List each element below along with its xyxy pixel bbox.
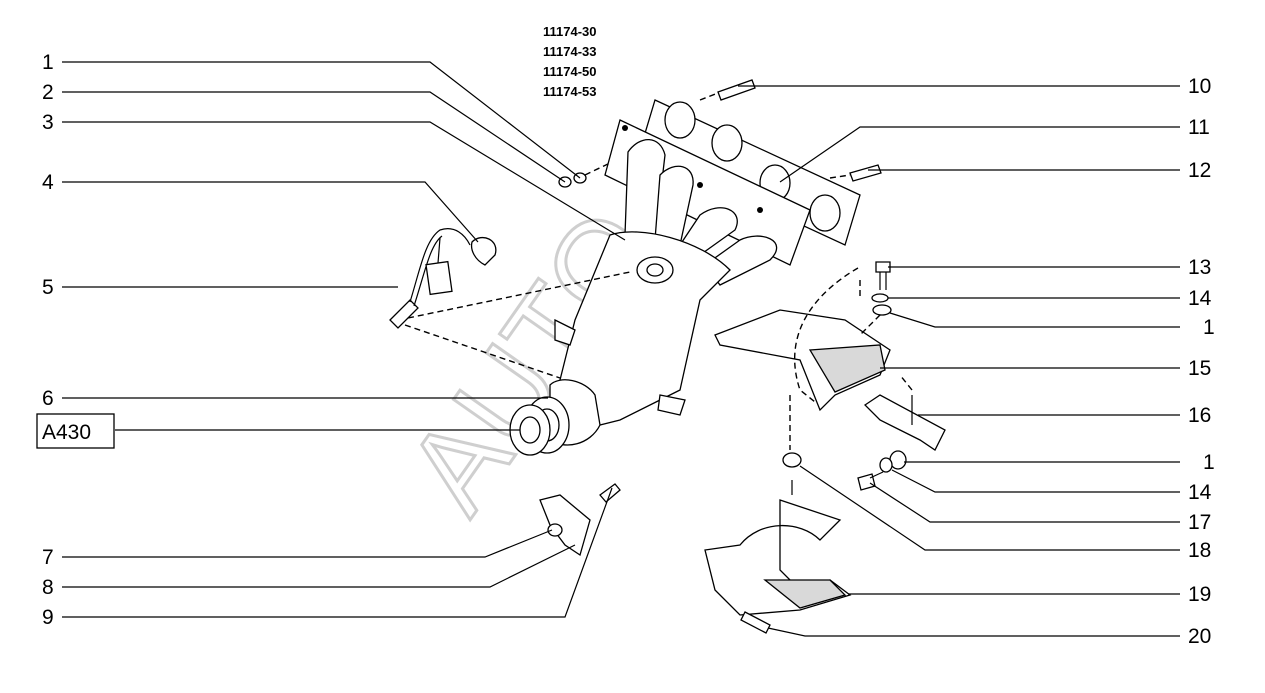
leader-lines: [62, 61, 1180, 637]
callout-18: 18: [1188, 539, 1211, 562]
callout-1: 1: [1203, 451, 1215, 474]
bolt-washers: [871, 261, 892, 316]
callout-20: 20: [1188, 625, 1211, 648]
callout-8: 8: [42, 576, 54, 599]
model-number: 11174-53: [543, 84, 597, 99]
bolt-washers-lower: [857, 450, 907, 491]
stud: [717, 79, 882, 182]
callout-15: 15: [1188, 357, 1211, 380]
model-list: 11174-30 11174-33 11174-50 11174-53: [543, 24, 597, 99]
upper-heat-shield: [714, 309, 891, 412]
sensor-clip: [470, 237, 497, 266]
callout-16: 16: [1188, 404, 1211, 427]
callout-3: 3: [42, 111, 54, 134]
bracket: [863, 394, 946, 451]
model-number: 11174-50: [543, 64, 597, 79]
lower-heat-shield: [704, 499, 852, 616]
callout-10: 10: [1188, 75, 1211, 98]
callout-9: 9: [42, 606, 54, 629]
assembly-lines: [404, 92, 913, 450]
mounting-plate: [539, 483, 621, 557]
callout-11: 11: [1188, 116, 1210, 139]
callout-1: 1: [1203, 316, 1215, 339]
reference-code: A430: [42, 421, 91, 444]
callout-2: 2: [42, 81, 54, 104]
bolt: [740, 611, 771, 634]
callout-5: 5: [42, 276, 54, 299]
callout-6: 6: [42, 387, 54, 410]
nut: [782, 452, 802, 495]
callout-14: 14: [1188, 287, 1212, 310]
callout-14: 14: [1188, 481, 1212, 504]
model-number: 11174-33: [543, 44, 597, 59]
callout-12: 12: [1188, 159, 1211, 182]
model-number: 11174-30: [543, 24, 597, 39]
callout-19: 19: [1188, 583, 1211, 606]
callout-7: 7: [42, 546, 54, 569]
oxygen-sensor: [389, 228, 471, 329]
reference-box: A430: [36, 413, 115, 449]
callout-13: 13: [1188, 256, 1211, 279]
callout-17: 17: [1188, 511, 1211, 534]
left-callouts: 1 2 3 4 5 6 7 8 9: [42, 51, 54, 629]
callout-1: 1: [42, 51, 54, 74]
right-callouts: 10 11 12 13 14 1 15 16 1 14 17 18 19 20: [1188, 75, 1215, 648]
callout-4: 4: [42, 171, 54, 194]
